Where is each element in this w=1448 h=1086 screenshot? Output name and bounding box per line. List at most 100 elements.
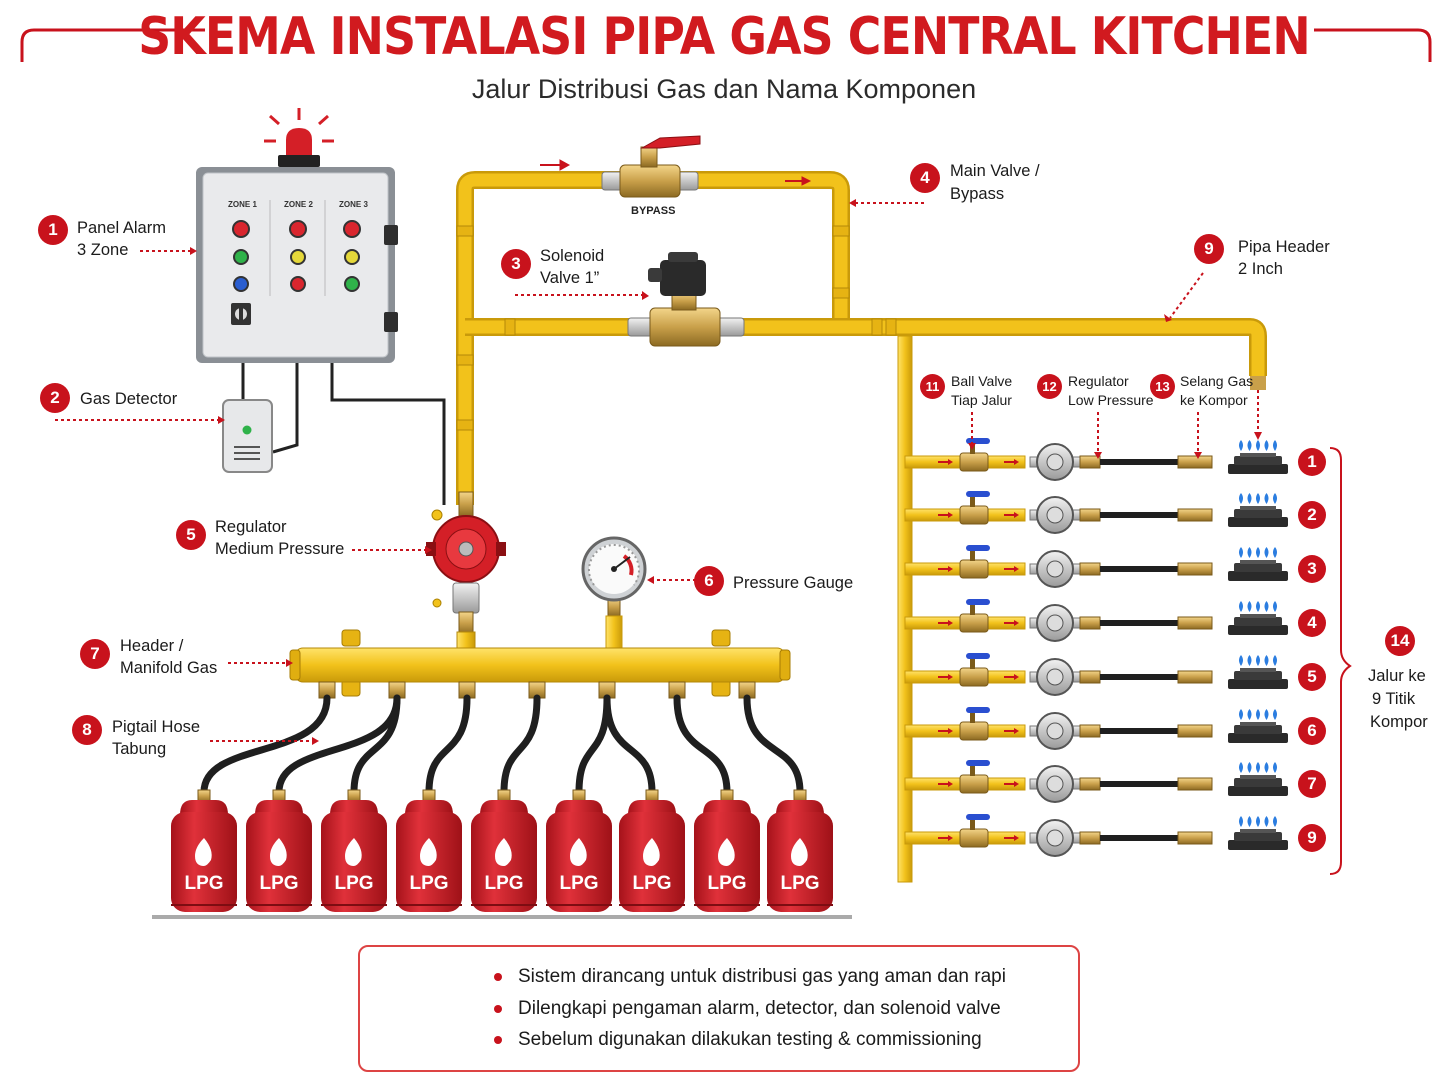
callout-label-7b: Manifold Gas [120,659,218,677]
callout-badge-14: 14 [1385,626,1415,656]
bypass-valve [601,135,701,198]
callout-label-3b: Valve 1” [540,269,600,287]
note-bullet-3 [494,1036,502,1044]
lpg-cylinders [171,789,833,912]
page-title: SKEMA INSTALASI PIPA GAS CENTRAL KITCHEN [138,7,1310,67]
pipe-couplings [456,225,897,431]
gas-stove-icon [1228,816,1288,850]
note-text-3: Sebelum digunakan dilakukan testing & co… [518,1029,982,1050]
ball-valve [959,613,989,633]
lpg-label-1: LPG [184,873,224,894]
callout-badge-2: 2 [40,383,70,413]
callout-badge-4: 4 [910,163,940,193]
callout-label-14a: Jalur ke [1368,667,1426,685]
gas-stove-icon [1228,547,1288,581]
ball-valve [959,452,989,472]
ball-valve [959,721,989,741]
callout-badge-6: 6 [694,566,724,596]
gas-detector [222,399,273,473]
callout-badge-8: 8 [72,715,102,745]
ball-valve [959,559,989,579]
stove-branch-1 [904,438,1288,481]
zone-label-3: ZONE 3 [339,200,368,209]
stove-branch-6 [904,707,1288,750]
gas-stove-icon [1228,440,1288,474]
stove-branch-4 [904,599,1288,642]
note-bullet-2 [494,1005,502,1013]
callout-label-9b: 2 Inch [1238,260,1283,278]
flame-icon [195,838,212,866]
lpg-label-8: LPG [707,873,747,894]
flame-icon [570,838,587,866]
pigtail-hose-7 [603,694,656,796]
callout-label-13a: Selang Gas [1180,373,1254,389]
lpg-cylinder-8 [694,789,760,912]
callout-label-12a: Regulator [1068,373,1129,389]
lpg-cylinder-7 [619,789,685,912]
lpg-cylinder-3 [321,789,387,912]
lpg-label-3: LPG [334,873,374,894]
lpg-cylinder-2 [246,789,312,912]
solenoid-valve [627,252,745,347]
stove-number-1: 1 [1298,448,1326,476]
zone-label-2: ZONE 2 [284,200,313,209]
stove-number-3: 3 [1298,555,1326,583]
pigtail-hose-5 [500,694,541,796]
gas-stove-icon [1228,655,1288,689]
flame-icon [718,838,735,866]
lpg-cylinder-9 [767,789,833,912]
lpg-cylinder-4 [396,789,462,912]
alarm-beacon-icon [264,108,334,167]
frame-line-left [20,28,205,62]
lpg-label-7: LPG [632,873,672,894]
callout-label-1b: 3 Zone [77,241,129,259]
flame-icon [345,838,362,866]
callout-label-3a: Solenoid [540,247,605,265]
callout-badge-3: 3 [501,249,531,279]
frame-line-right [1314,28,1432,62]
callout-label-5b: Medium Pressure [215,540,345,558]
pipe-header-2-inch [465,320,1265,376]
callout-label-11a: Ball Valve [951,373,1013,389]
callout-badge-5: 5 [176,520,206,550]
stove-branch-2 [904,491,1288,534]
lpg-label-5: LPG [484,873,524,894]
callout-label-14b: 9 Titik [1372,690,1416,708]
ball-valve [959,774,989,794]
callout-label-12b: Low Pressure [1068,392,1154,408]
stove-branches [904,438,1288,857]
callout-label-1a: Panel Alarm [77,219,166,237]
flame-icon [643,838,660,866]
gas-stove-icon [1228,709,1288,743]
page-subtitle: Jalur Distribusi Gas dan Nama Komponen [471,74,977,104]
pigtail-hose-9 [743,694,804,796]
gas-stove-icon [1228,493,1288,527]
note-box: Sistem dirancang untuk distribusi gas ya… [358,945,1080,1072]
flame-icon [791,838,808,866]
callout-badge-12: 12 [1037,374,1062,399]
note-bullet-1 [494,973,502,981]
stove-number-4: 4 [1298,609,1326,637]
cable-detector-2 [272,363,299,454]
callout-badge-9: 9 [1194,234,1224,264]
callout-label-14c: Kompor [1370,713,1428,731]
callout-badge-11: 11 [920,374,945,399]
pigtail-hose-6 [575,694,611,796]
pigtail-hose-3 [350,694,401,796]
lpg-label-4: LPG [409,873,449,894]
stove-branch-3 [904,545,1288,588]
callout-label-2: Gas Detector [80,390,178,408]
callout-label-6: Pressure Gauge [733,574,854,592]
lpg-label-9: LPG [780,873,820,894]
callout-label-4b: Bypass [950,185,1005,203]
stove-number-5: 5 [1298,663,1326,691]
callout-label-4a: Main Valve / [950,162,1040,180]
callout-label-11b: Tiap Jalur [951,392,1012,408]
header-manifold-gas [289,629,791,697]
pressure-gauge [581,536,647,651]
zone-label-1: ZONE 1 [228,200,257,209]
callout-label-13b: ke Kompor [1180,392,1248,408]
callout-badge-1: 1 [38,215,68,245]
callout-label-8b: Tabung [112,740,167,758]
stove-branch-5 [904,653,1288,696]
